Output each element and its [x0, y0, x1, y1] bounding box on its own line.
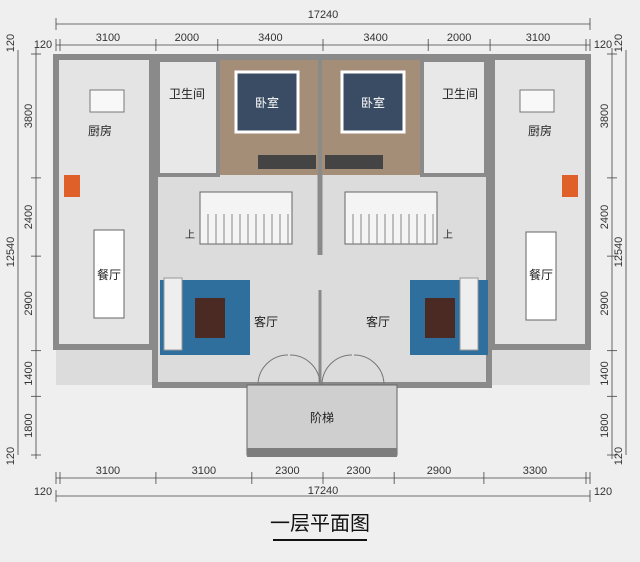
- label-kitchen-left: 厨房: [88, 123, 112, 138]
- dimension-left: 1800: [23, 413, 35, 437]
- dimension-left-total: 12540: [5, 237, 17, 268]
- stove-right: [519, 89, 555, 113]
- dimension-wall: 120: [5, 34, 17, 52]
- dimension-right-total: 12540: [613, 237, 625, 268]
- dimension-wall: 120: [34, 39, 52, 51]
- dimension-right: 2400: [599, 205, 611, 229]
- wardrobe-right: [325, 155, 383, 169]
- dimension-bottom: 2900: [427, 465, 451, 477]
- label-stair-up-right: 上: [443, 229, 453, 241]
- dimension-right: 2900: [599, 291, 611, 315]
- dimension-bottom: 3100: [96, 465, 120, 477]
- dimension-wall: 120: [34, 486, 52, 498]
- label-bedroom-right: 卧室: [361, 95, 385, 110]
- entry-doors: [257, 354, 385, 386]
- dimension-wall: 120: [594, 486, 612, 498]
- label-dining-right: 餐厅: [529, 267, 553, 282]
- dimension-left: 1400: [23, 361, 35, 385]
- label-bath-right: 卫生间: [442, 87, 478, 101]
- label-bath-left: 卫生间: [169, 87, 205, 101]
- bath-right: [420, 58, 488, 177]
- sofa-right: [459, 277, 479, 351]
- dimension-wall: 120: [613, 34, 625, 52]
- bed-left: [234, 70, 300, 134]
- label-dining-left: 餐厅: [97, 267, 121, 282]
- coffee-table-right: [425, 298, 455, 338]
- dimension-wall: 120: [594, 39, 612, 51]
- dimension-left: 2900: [23, 291, 35, 315]
- dimension-wall: 120: [5, 447, 17, 465]
- dimension-bottom: 2300: [346, 465, 370, 477]
- dimension-left: 2400: [23, 205, 35, 229]
- dimension-left: 3800: [23, 104, 35, 128]
- stairs-right: [344, 191, 438, 245]
- dining-table-right: [525, 231, 557, 321]
- dimension-bottom: 3100: [192, 465, 216, 477]
- dimension-top: 2000: [175, 32, 199, 44]
- chimney-left: [64, 175, 80, 197]
- label-living-right: 客厅: [366, 314, 390, 329]
- dimension-wall: 120: [613, 447, 625, 465]
- drawing-title: 一层平面图: [270, 511, 370, 535]
- dining-table-left: [93, 229, 125, 319]
- dimension-right: 3800: [599, 104, 611, 128]
- dimension-top: 3100: [526, 32, 550, 44]
- dimension-top: 3400: [258, 32, 282, 44]
- stove-left: [89, 89, 125, 113]
- dimension-right: 1800: [599, 413, 611, 437]
- dimension-top: 3100: [96, 32, 120, 44]
- label-stair-up-left: 上: [185, 229, 195, 241]
- bath-left: [156, 58, 220, 177]
- dimension-top-total: 17240: [308, 9, 339, 21]
- stairs-left: [199, 191, 293, 245]
- coffee-table-left: [195, 298, 225, 338]
- wardrobe-left: [258, 155, 316, 169]
- dimension-bottom-total: 17240: [308, 485, 339, 497]
- label-bedroom-left: 卧室: [255, 95, 279, 110]
- steps-area: [246, 384, 398, 456]
- dimension-right: 1400: [599, 361, 611, 385]
- bed-right: [340, 70, 406, 134]
- label-living-left: 客厅: [254, 314, 278, 329]
- dimension-bottom: 3300: [523, 465, 547, 477]
- dimension-bottom: 2300: [275, 465, 299, 477]
- label-steps: 阶梯: [310, 411, 334, 425]
- chimney-right: [562, 175, 578, 197]
- sofa-left: [163, 277, 183, 351]
- dimension-top: 2000: [447, 32, 471, 44]
- dimension-top: 3400: [363, 32, 387, 44]
- label-kitchen-right: 厨房: [528, 123, 552, 138]
